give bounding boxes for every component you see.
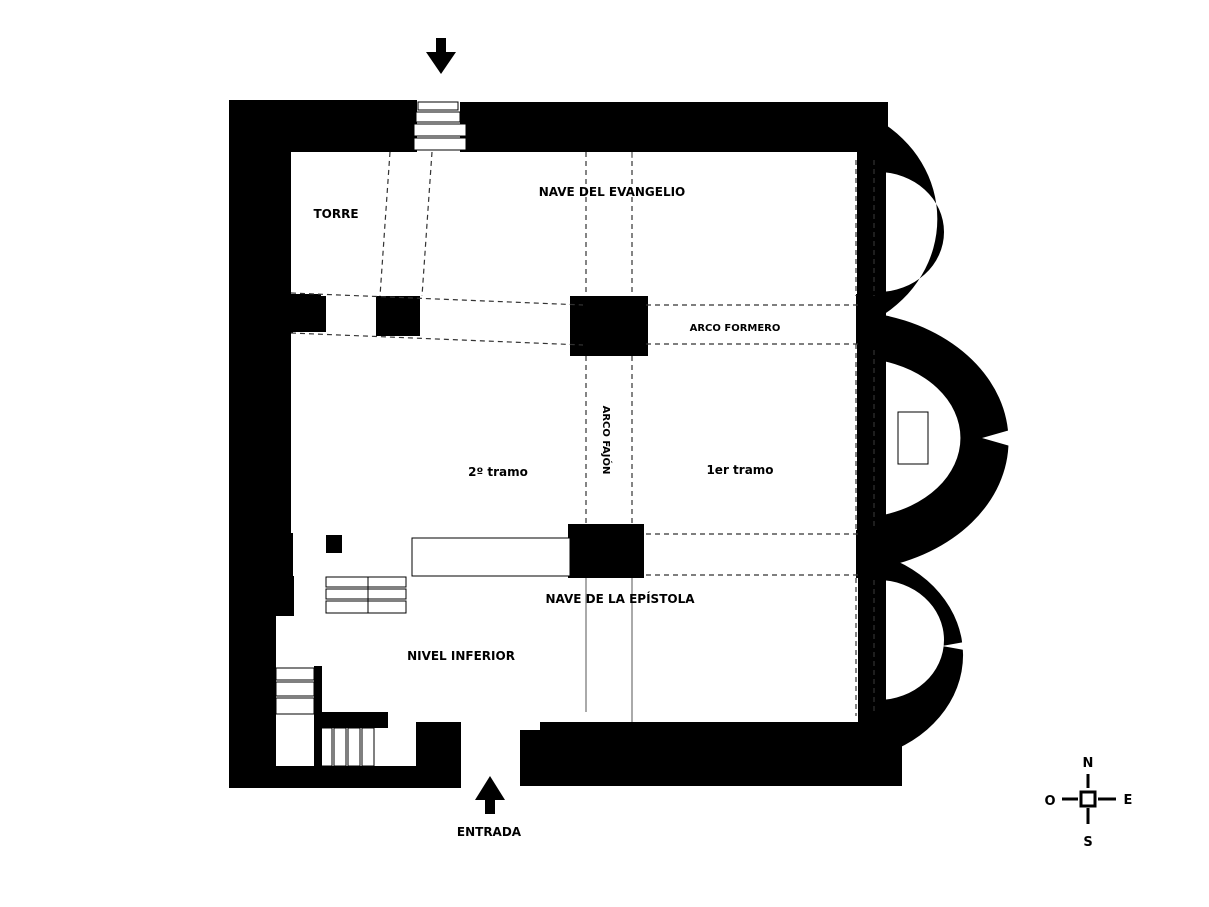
arcade-walls [291, 294, 886, 578]
north-apse [878, 120, 944, 318]
interior-spaces [276, 152, 858, 766]
outer-walls [229, 100, 902, 788]
north-entrance-arrow [426, 38, 456, 74]
south-apse-window [942, 638, 1002, 654]
central-apse [878, 314, 1009, 568]
label-arco-fajon: ARCO FAJÓN [600, 406, 613, 475]
altar [897, 411, 929, 465]
central-apse-window [982, 426, 1044, 450]
pier-south-center [568, 524, 644, 578]
south-entrance-arrow [475, 776, 505, 814]
piers [320, 296, 648, 578]
north-apse-window [944, 224, 1004, 240]
stair-walls [276, 535, 388, 766]
compass-rose: N S O E [1044, 756, 1132, 850]
bay-edges [585, 152, 633, 722]
compass-s: S [1083, 835, 1092, 850]
south-apse [878, 554, 964, 756]
compass-e: E [1124, 793, 1133, 808]
plan-labels: TORRE NAVE DEL EVANGELIO ARCO FORMERO AR… [313, 185, 780, 839]
label-entrada: ENTRADA [457, 825, 522, 839]
compass-o: O [1044, 794, 1055, 809]
label-arco-formero: ARCO FORMERO [690, 323, 781, 334]
label-torre: TORRE [313, 207, 358, 221]
compass-n: N [1083, 756, 1094, 771]
pier-north-center [570, 296, 648, 356]
pier-north-west [376, 296, 420, 336]
vault-lines [290, 151, 875, 716]
label-primer-tramo: 1er tramo [706, 463, 773, 477]
label-nave-epistola: NAVE DE LA EPÍSTOLA [545, 591, 695, 606]
label-segundo-tramo: 2º tramo [468, 465, 528, 479]
label-nave-evangelio: NAVE DEL EVANGELIO [539, 185, 686, 199]
north-stair [413, 101, 467, 151]
label-nivel-inferior: NIVEL INFERIOR [407, 649, 515, 663]
apses [878, 120, 1044, 756]
